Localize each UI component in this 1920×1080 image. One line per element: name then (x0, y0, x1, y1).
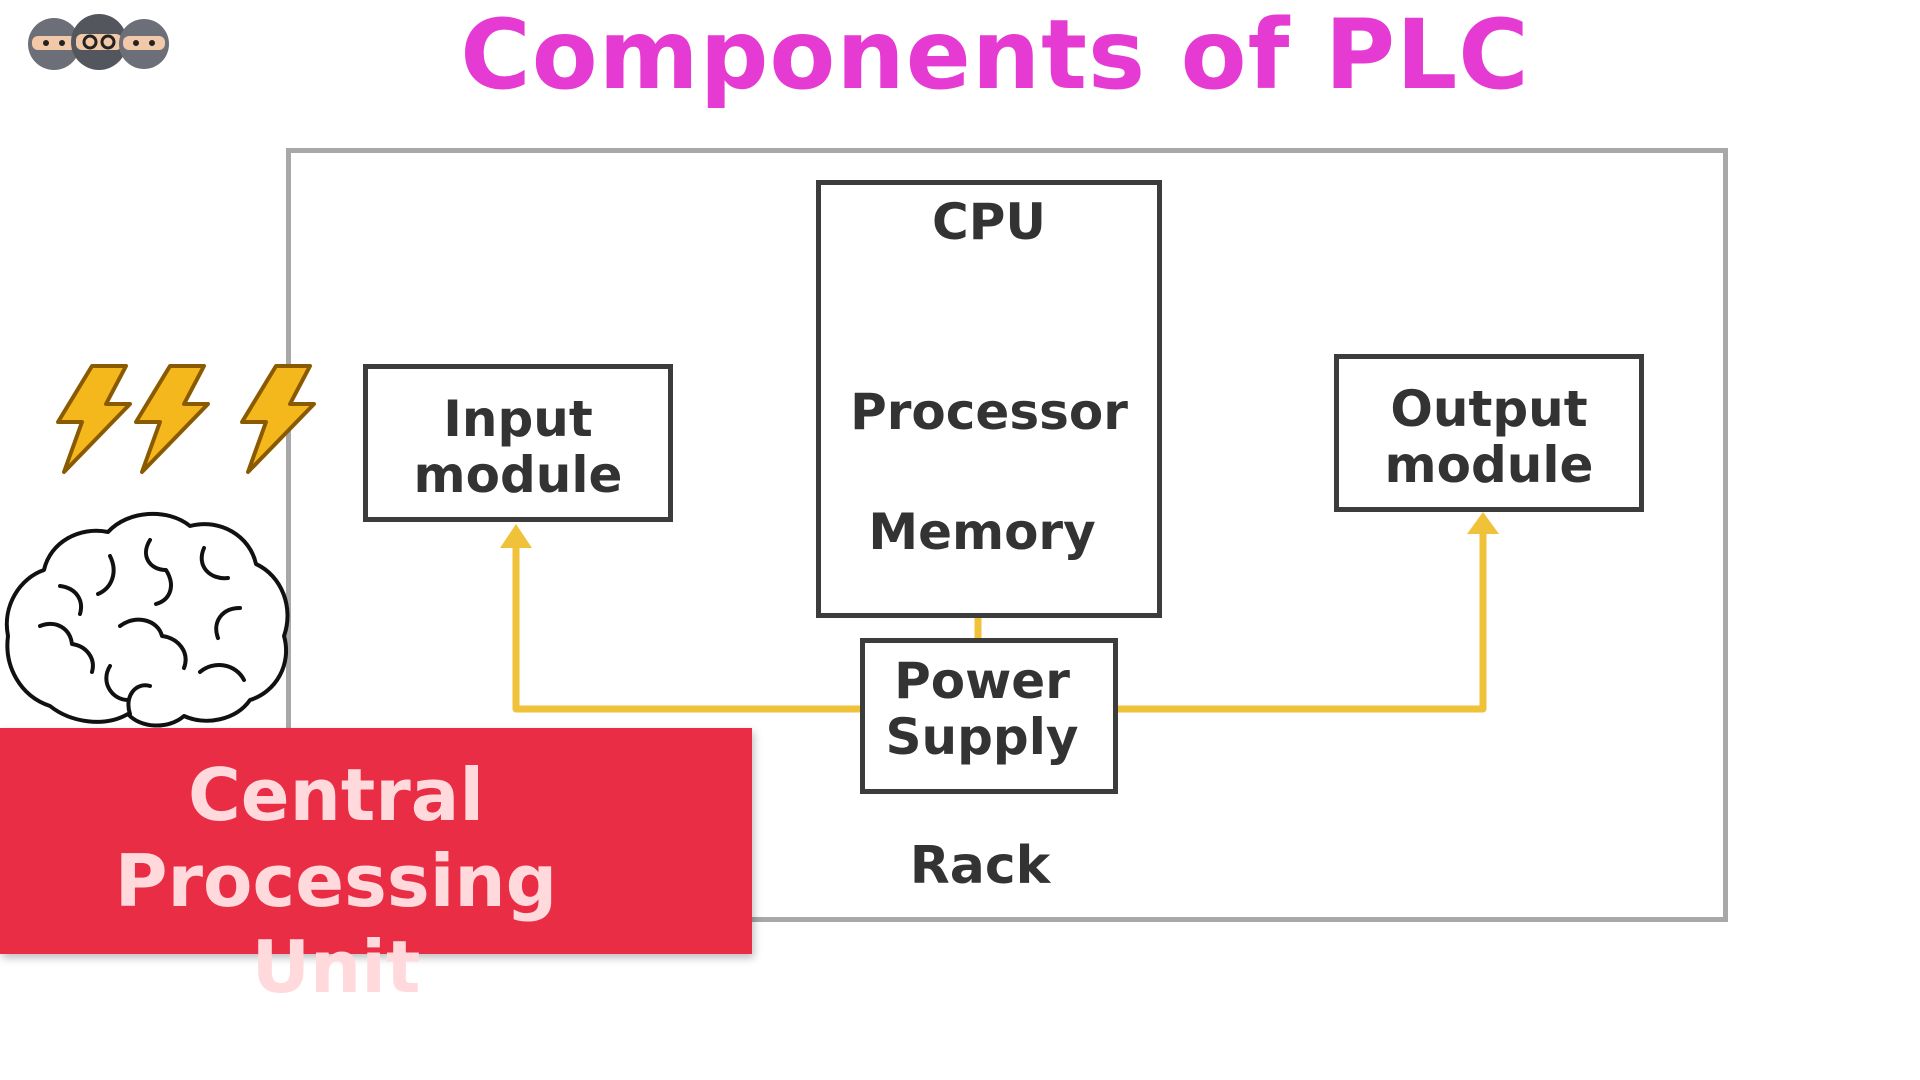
output-module-line-2: module (1384, 436, 1594, 494)
banner-line-2: Unit (251, 925, 421, 1009)
rack-frame (286, 148, 1728, 922)
output-module-label: Output module (1339, 381, 1639, 493)
processor-label: Processor (850, 383, 1128, 441)
banner-line-1: Central Processing (114, 753, 558, 923)
power-supply-box: Power Supply (860, 638, 1118, 794)
brain-icon (4, 512, 290, 728)
input-module-label: Input module (368, 391, 668, 503)
cpu-box: CPU Processor Memory (816, 180, 1162, 618)
memory-label: Memory (868, 503, 1096, 561)
power-supply-label: Power Supply (865, 653, 1113, 765)
power-supply-line-1: Power (894, 652, 1070, 710)
power-supply-line-2: Supply (885, 708, 1079, 766)
output-module-line-1: Output (1390, 380, 1588, 438)
ninja-logo-icon (28, 14, 169, 70)
page-title: Components of PLC (460, 0, 1530, 111)
lightning-bolt-icon (56, 364, 132, 474)
lightning-bolt-icon (134, 364, 210, 474)
cpu-definition-banner: Central Processing Unit (0, 728, 752, 1009)
cpu-heading: CPU (932, 193, 1046, 251)
lightning-bolts (56, 364, 316, 474)
lightning-bolt-icon (240, 364, 316, 474)
input-module-line-2: module (413, 446, 623, 504)
input-module-line-1: Input (443, 390, 593, 448)
output-module-box: Output module (1334, 354, 1644, 512)
rack-label: Rack (909, 836, 1051, 896)
input-module-box: Input module (363, 364, 673, 522)
